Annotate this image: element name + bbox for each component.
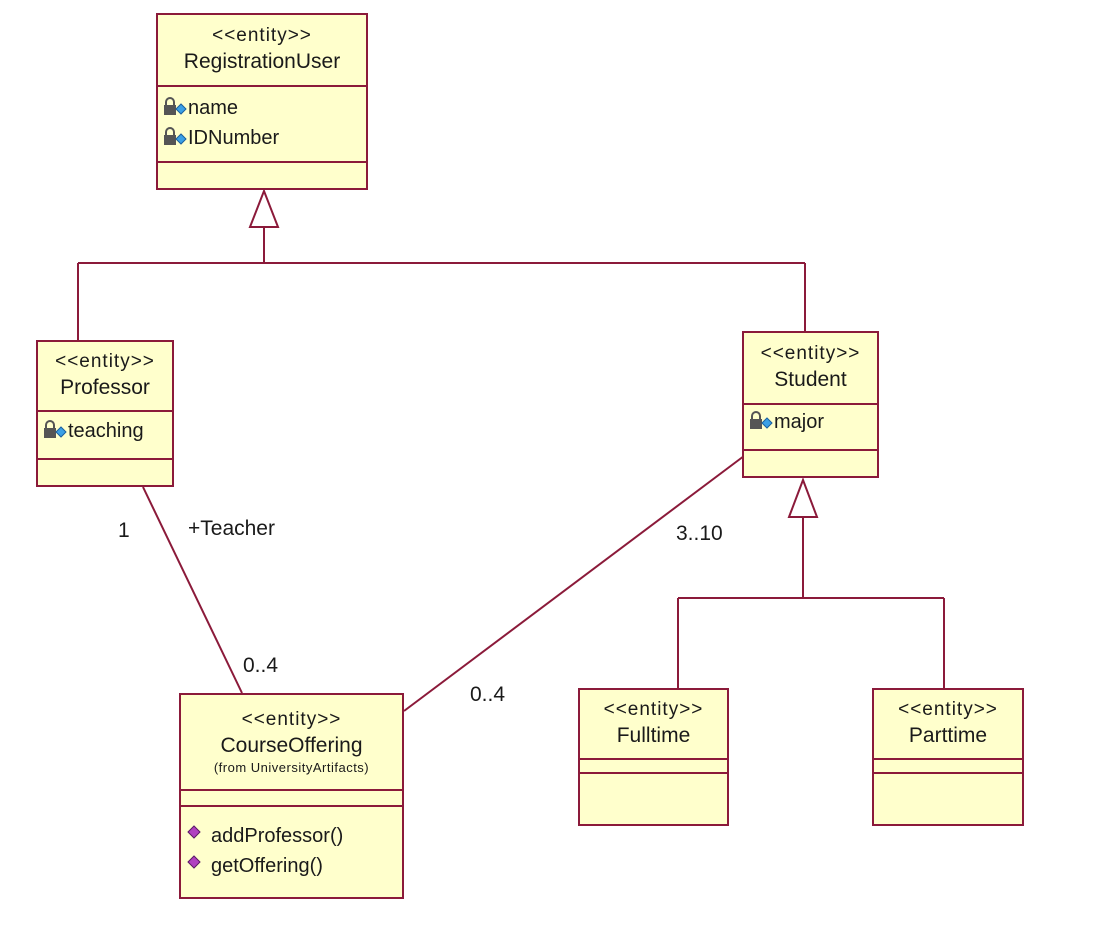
role-teacher-label: +Teacher xyxy=(188,517,275,540)
stereotype-label: <<entity>> xyxy=(603,699,704,720)
attributes-compartment xyxy=(874,760,1022,774)
lock-attribute-icon xyxy=(164,127,187,145)
attribute-row: name xyxy=(158,93,366,123)
class-fulltime[interactable]: <<entity>> Fulltime xyxy=(578,688,729,826)
multiplicity-courseoffering-student-end: 0..4 xyxy=(470,683,506,706)
generalization-arrowhead-registrationuser xyxy=(248,188,280,228)
attribute-name: teaching xyxy=(68,419,144,442)
stereotype-label: <<entity>> xyxy=(55,351,155,372)
attributes-compartment xyxy=(580,760,727,774)
operation-row: addProfessor() xyxy=(181,821,402,851)
association-student-courseoffering xyxy=(403,455,745,712)
class-name: Student xyxy=(774,368,847,391)
stereotype-label: <<entity>> xyxy=(212,25,312,46)
generalization-arrowhead-student xyxy=(787,477,819,518)
class-professor[interactable]: <<entity>> Professor teaching xyxy=(36,340,174,487)
attribute-row: IDNumber xyxy=(158,123,366,153)
class-registrationuser[interactable]: <<entity>> RegistrationUser name IDNumbe… xyxy=(156,13,368,190)
class-name: Parttime xyxy=(908,724,988,747)
attributes-compartment xyxy=(181,791,402,807)
operation-name: getOffering() xyxy=(211,854,323,877)
stereotype-label: <<entity>> xyxy=(760,343,861,364)
class-student[interactable]: <<entity>> Student major xyxy=(742,331,879,478)
attribute-name: name xyxy=(188,96,239,119)
class-name: Fulltime xyxy=(616,724,691,747)
class-courseoffering[interactable]: <<entity>> CourseOffering (from Universi… xyxy=(179,693,404,899)
class-name: Professor xyxy=(60,376,150,399)
attribute-row: major xyxy=(744,407,877,437)
operation-diamond-icon xyxy=(187,825,201,839)
association-professor-courseoffering xyxy=(142,486,243,694)
operations-compartment xyxy=(38,460,172,485)
multiplicity-student-end: 3..10 xyxy=(676,522,723,545)
lock-attribute-icon xyxy=(44,420,67,438)
class-name: RegistrationUser xyxy=(183,50,341,73)
stereotype-label: <<entity>> xyxy=(898,699,998,720)
class-parttime[interactable]: <<entity>> Parttime xyxy=(872,688,1024,826)
attribute-name: major xyxy=(774,410,825,433)
multiplicity-courseoffering-professor-end: 0..4 xyxy=(243,654,279,677)
operations-compartment xyxy=(874,774,1022,824)
stereotype-label: <<entity>> xyxy=(241,709,342,730)
operations-compartment xyxy=(580,774,727,824)
lock-attribute-icon xyxy=(750,411,773,429)
attribute-name: IDNumber xyxy=(188,126,280,149)
operation-row: getOffering() xyxy=(181,851,402,881)
operation-diamond-icon xyxy=(187,855,201,869)
attribute-row: teaching xyxy=(38,416,172,446)
class-name: CourseOffering xyxy=(220,734,363,757)
package-origin-label: (from UniversityArtifacts) xyxy=(213,760,370,775)
operations-compartment xyxy=(744,451,877,476)
operation-name: addProfessor() xyxy=(211,824,344,847)
lock-attribute-icon xyxy=(164,97,187,115)
multiplicity-professor-end: 1 xyxy=(118,519,130,542)
operations-compartment xyxy=(158,163,366,188)
